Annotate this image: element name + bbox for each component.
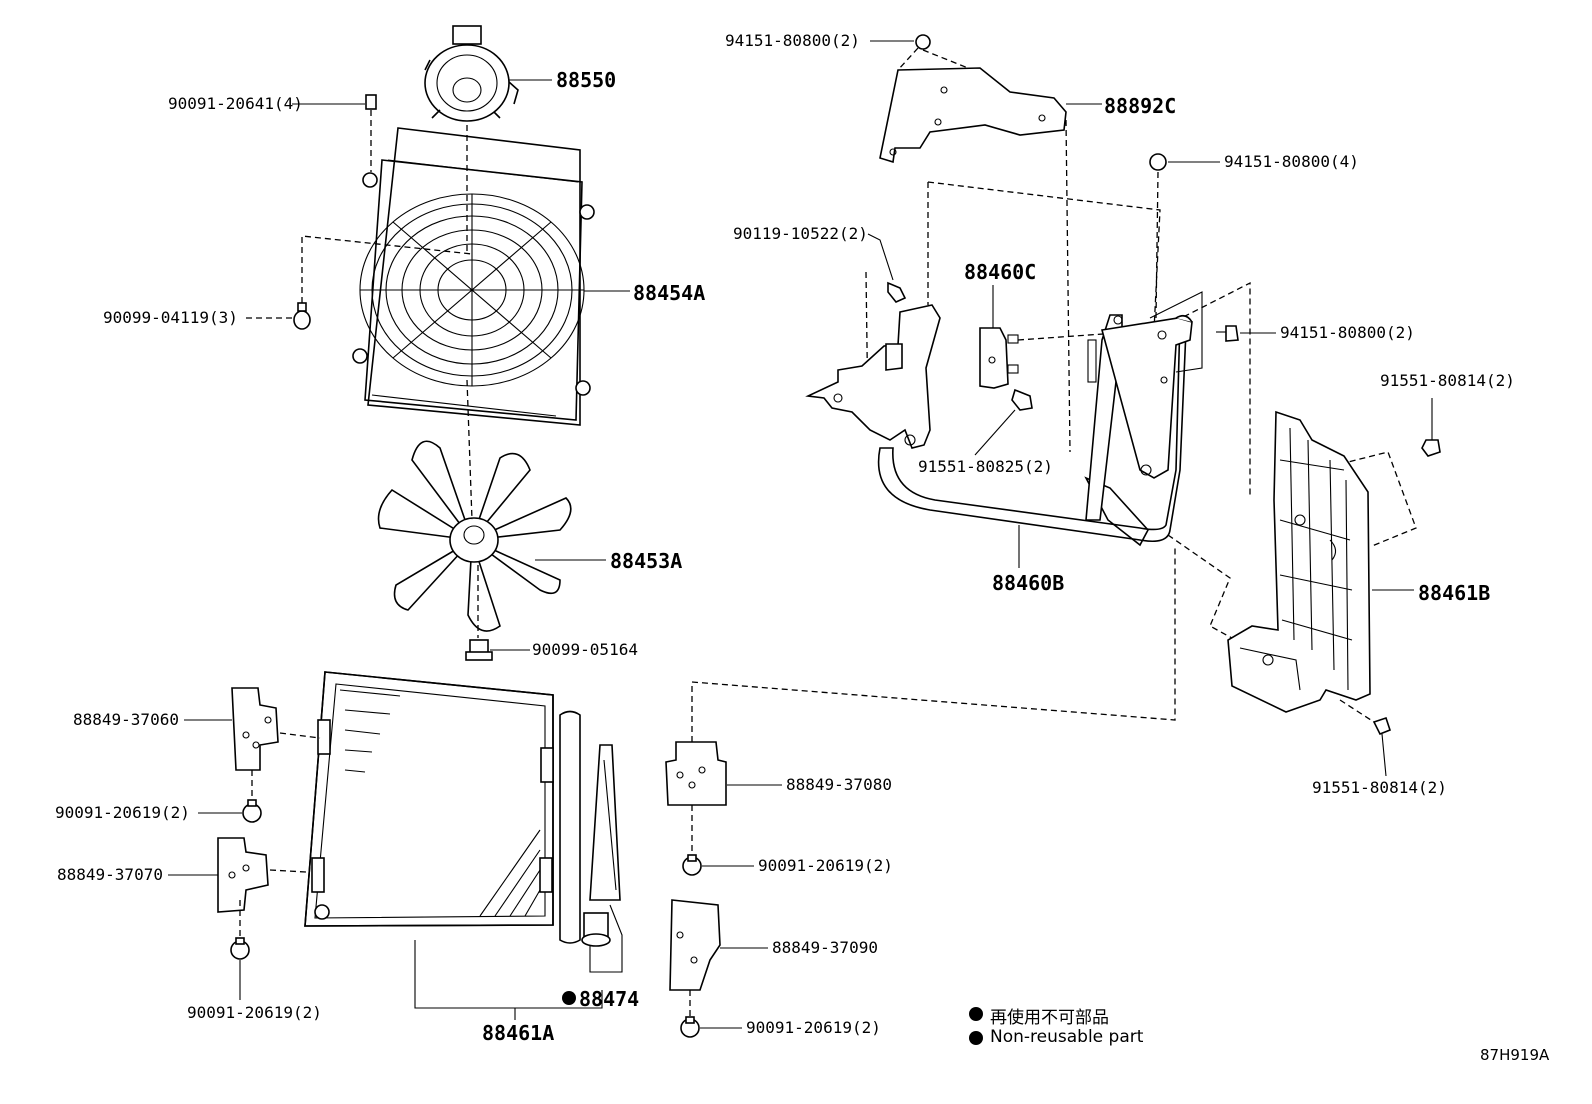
- label-90119-10522: 90119-10522(2): [733, 224, 868, 243]
- label-91551-80825: 91551-80825(2): [918, 457, 1053, 476]
- label-88461A: 88461A: [482, 1021, 555, 1045]
- label-94151-80800-2b: 94151-80800(2): [1280, 323, 1415, 342]
- label-90091-20619-a: 90091-20619(2): [55, 803, 190, 822]
- label-94151-80800-2a: 94151-80800(2): [725, 31, 860, 50]
- bracket-37090-drawing: [669, 899, 721, 1018]
- bolt-91551-80814-b-drawing: [1339, 699, 1391, 777]
- label-88849-37060: 88849-37060: [73, 710, 179, 729]
- bolt-91551-80825-drawing: [974, 388, 1033, 456]
- condenser-drawing: [304, 671, 581, 944]
- legend-english: Non-reusable part: [990, 1027, 1144, 1047]
- dryer-88474-drawing: [581, 744, 623, 973]
- label-90099-04119: 90099-04119(3): [103, 308, 238, 327]
- label-88892C: 88892C: [1104, 94, 1177, 118]
- bolt-20619-d-drawing: [680, 1016, 700, 1038]
- label-88849-37080: 88849-37080: [786, 775, 892, 794]
- fan-shroud-drawing: [352, 125, 595, 426]
- label-91551-80814-a: 91551-80814(2): [1380, 371, 1515, 390]
- non-reusable-marker: [562, 991, 576, 1005]
- label-88460B: 88460B: [992, 571, 1065, 595]
- bracket-37060-drawing: [231, 687, 321, 800]
- screw-90099-04119-drawing: [293, 235, 473, 330]
- label-88849-37070: 88849-37070: [57, 865, 163, 884]
- bolt-94151-4-drawing: [1149, 153, 1167, 319]
- figure-code: 87H919A: [1480, 1046, 1550, 1064]
- label-88461B: 88461B: [1418, 581, 1491, 605]
- bolt-91551-80814-a-drawing: [1421, 398, 1441, 457]
- label-90099-05164: 90099-05164: [532, 640, 638, 659]
- label-88454A: 88454A: [633, 281, 706, 305]
- bracket-88892C-drawing: [879, 34, 1071, 453]
- label-90091-20641: 90091-20641(4): [168, 94, 303, 113]
- label-88550: 88550: [556, 68, 617, 92]
- bolt-20619-b-drawing: [230, 937, 250, 1000]
- label-88453A: 88453A: [610, 549, 683, 573]
- label-90091-20619-c: 90091-20619(2): [758, 856, 893, 875]
- legend-japanese: 再使用不可部品: [990, 1008, 1109, 1028]
- fan-motor-drawing: [424, 25, 519, 122]
- bracket-37070-drawing: [217, 837, 307, 938]
- label-94151-80800-4: 94151-80800(4): [1224, 152, 1359, 171]
- legend-bullet-1: [969, 1007, 983, 1021]
- bracket-37080-drawing: [665, 741, 727, 855]
- nut-90099-05164-drawing: [465, 565, 493, 661]
- air-guide-88461B-drawing: [1227, 410, 1371, 713]
- label-90091-20619-d: 90091-20619(2): [746, 1018, 881, 1037]
- bolt-20619-c-drawing: [682, 854, 702, 876]
- label-90091-20619-b: 90091-20619(2): [187, 1003, 322, 1022]
- bolt-90091-20641-drawing: [365, 94, 377, 172]
- support-88460B-drawing: [805, 291, 1203, 547]
- label-88474: 88474: [579, 987, 640, 1011]
- bolt-94151-2b-drawing: [1216, 325, 1239, 342]
- label-91551-80814-b: 91551-80814(2): [1312, 778, 1447, 797]
- label-88460C: 88460C: [964, 260, 1037, 284]
- fan-blade-drawing: [377, 379, 572, 632]
- bolt-20619-a-drawing: [242, 799, 262, 823]
- bracket-88460C-drawing: [979, 285, 1161, 389]
- label-88849-37090: 88849-37090: [772, 938, 878, 957]
- legend-bullet-2: [969, 1031, 983, 1045]
